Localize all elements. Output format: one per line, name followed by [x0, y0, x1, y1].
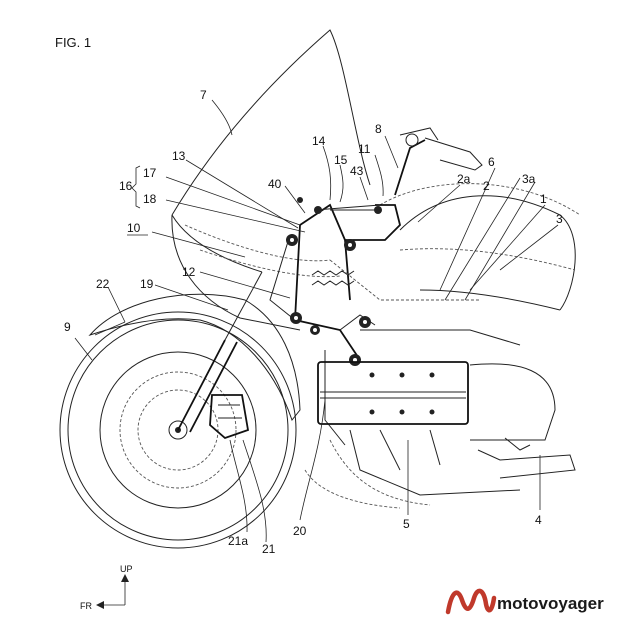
label-8: 8: [375, 122, 382, 136]
label-17: 17: [143, 166, 157, 180]
figure-title: FIG. 1: [55, 35, 91, 50]
front-cowl: [171, 214, 341, 331]
label-22: 22: [96, 277, 110, 291]
label-10: 10: [127, 221, 141, 235]
label-18: 18: [143, 192, 157, 206]
reference-numerals: 7 8 13 14 11 15 43 2a 6 2 3a 1 3 16 17 1…: [64, 88, 563, 556]
fr-label: FR: [80, 601, 92, 611]
windscreen: [171, 29, 371, 273]
label-2a: 2a: [457, 172, 471, 186]
upper-fairing: [379, 183, 581, 311]
label-2: 2: [483, 179, 490, 193]
label-12: 12: [182, 265, 196, 279]
direction-indicator: UP FR: [80, 564, 133, 611]
label-6: 6: [488, 155, 495, 169]
label-40: 40: [268, 177, 282, 191]
handlebar: [394, 127, 483, 196]
label-4: 4: [535, 513, 542, 527]
leader-lines: [74, 99, 559, 543]
frame: [324, 259, 521, 446]
up-label: UP: [120, 564, 133, 574]
label-9: 9: [64, 320, 71, 334]
label-11: 11: [358, 142, 371, 156]
watermark-logo-icon: [445, 588, 497, 615]
label-15: 15: [334, 153, 348, 167]
label-5: 5: [403, 517, 410, 531]
label-3: 3: [556, 212, 563, 226]
front-fork: [177, 271, 263, 433]
engine-block: [304, 363, 576, 509]
brake-caliper: [209, 394, 250, 440]
fr-arrowhead: [96, 601, 104, 609]
front-wheel: [59, 311, 297, 549]
radiator: [317, 361, 469, 425]
label-19: 19: [140, 277, 154, 291]
link-assembly: [269, 197, 401, 366]
label-20: 20: [293, 524, 307, 538]
label-14: 14: [312, 134, 326, 148]
label-13: 13: [172, 149, 186, 163]
watermark: motovoyager: [445, 588, 604, 615]
label-16: 16: [119, 179, 133, 193]
label-21a: 21a: [228, 534, 248, 548]
label-3a: 3a: [522, 172, 536, 186]
label-1: 1: [540, 192, 547, 206]
label-7: 7: [200, 88, 207, 102]
up-arrowhead: [121, 574, 129, 582]
brace-16: [131, 165, 141, 209]
label-21: 21: [262, 542, 276, 556]
front-fender: [88, 293, 301, 422]
watermark-text: motovoyager: [497, 594, 604, 613]
label-43: 43: [350, 164, 364, 178]
